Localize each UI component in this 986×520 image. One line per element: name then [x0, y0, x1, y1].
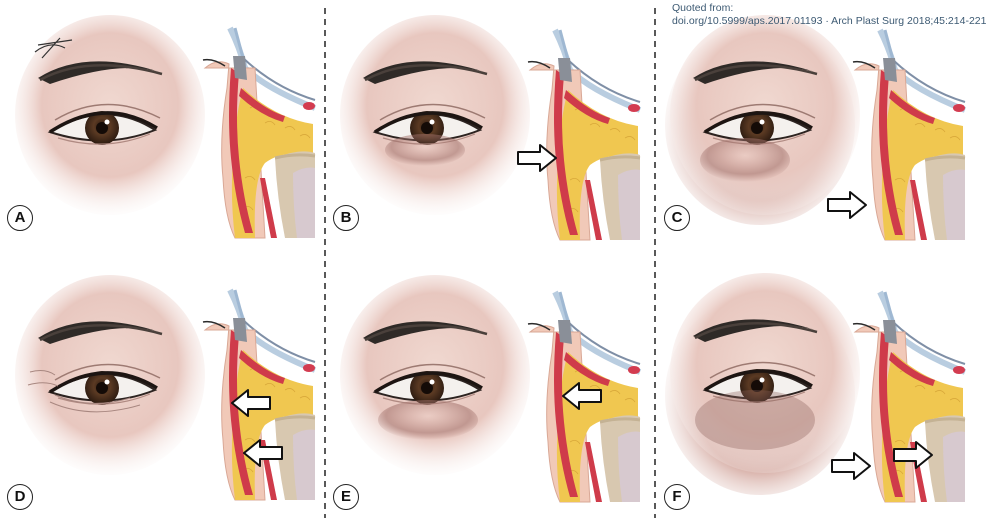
citation-line-1: Quoted from:: [672, 2, 734, 14]
panel-label-b: B: [333, 205, 359, 231]
panel-b: [338, 13, 640, 240]
face-illustration: [13, 13, 207, 217]
citation: Quoted from: doi.org/10.5999/aps.2017.01…: [672, 2, 986, 28]
arrow-icon: [827, 191, 867, 219]
signature-mark: [34, 37, 73, 59]
eye-bag: [385, 134, 465, 166]
cross-section: [203, 290, 315, 500]
dark-circle: [695, 390, 815, 450]
face-illustration: [338, 13, 532, 217]
citation-line-2: doi.org/10.5999/aps.2017.01193 · Arch Pl…: [672, 15, 986, 27]
panel-e: [338, 273, 640, 502]
eye-bag: [378, 400, 478, 440]
cross-section: [528, 30, 640, 240]
figure: { "citation": { "line1": "Quoted from:",…: [7, 2, 986, 518]
panel-label-d: D: [7, 484, 33, 510]
face-illustration: [668, 13, 862, 217]
cross-section: [853, 292, 965, 502]
panel-label-e: E: [333, 484, 359, 510]
panel-label-a: A: [7, 205, 33, 231]
cross-section: [853, 30, 965, 240]
eye-bag: [700, 138, 790, 182]
panel-f: [665, 271, 965, 502]
panel-label-c: C: [664, 205, 690, 231]
wrinkle-lines: [27, 370, 141, 413]
panel-a: [13, 13, 315, 238]
arrow-icon: [831, 452, 871, 480]
face-illustration: [338, 273, 532, 477]
diagram-canvas: [13, 8, 960, 518]
face-illustration: [13, 273, 207, 477]
panel-d: [13, 273, 315, 500]
cross-section: [203, 28, 315, 238]
panel-label-f: F: [664, 484, 690, 510]
panel-c: [665, 13, 965, 240]
